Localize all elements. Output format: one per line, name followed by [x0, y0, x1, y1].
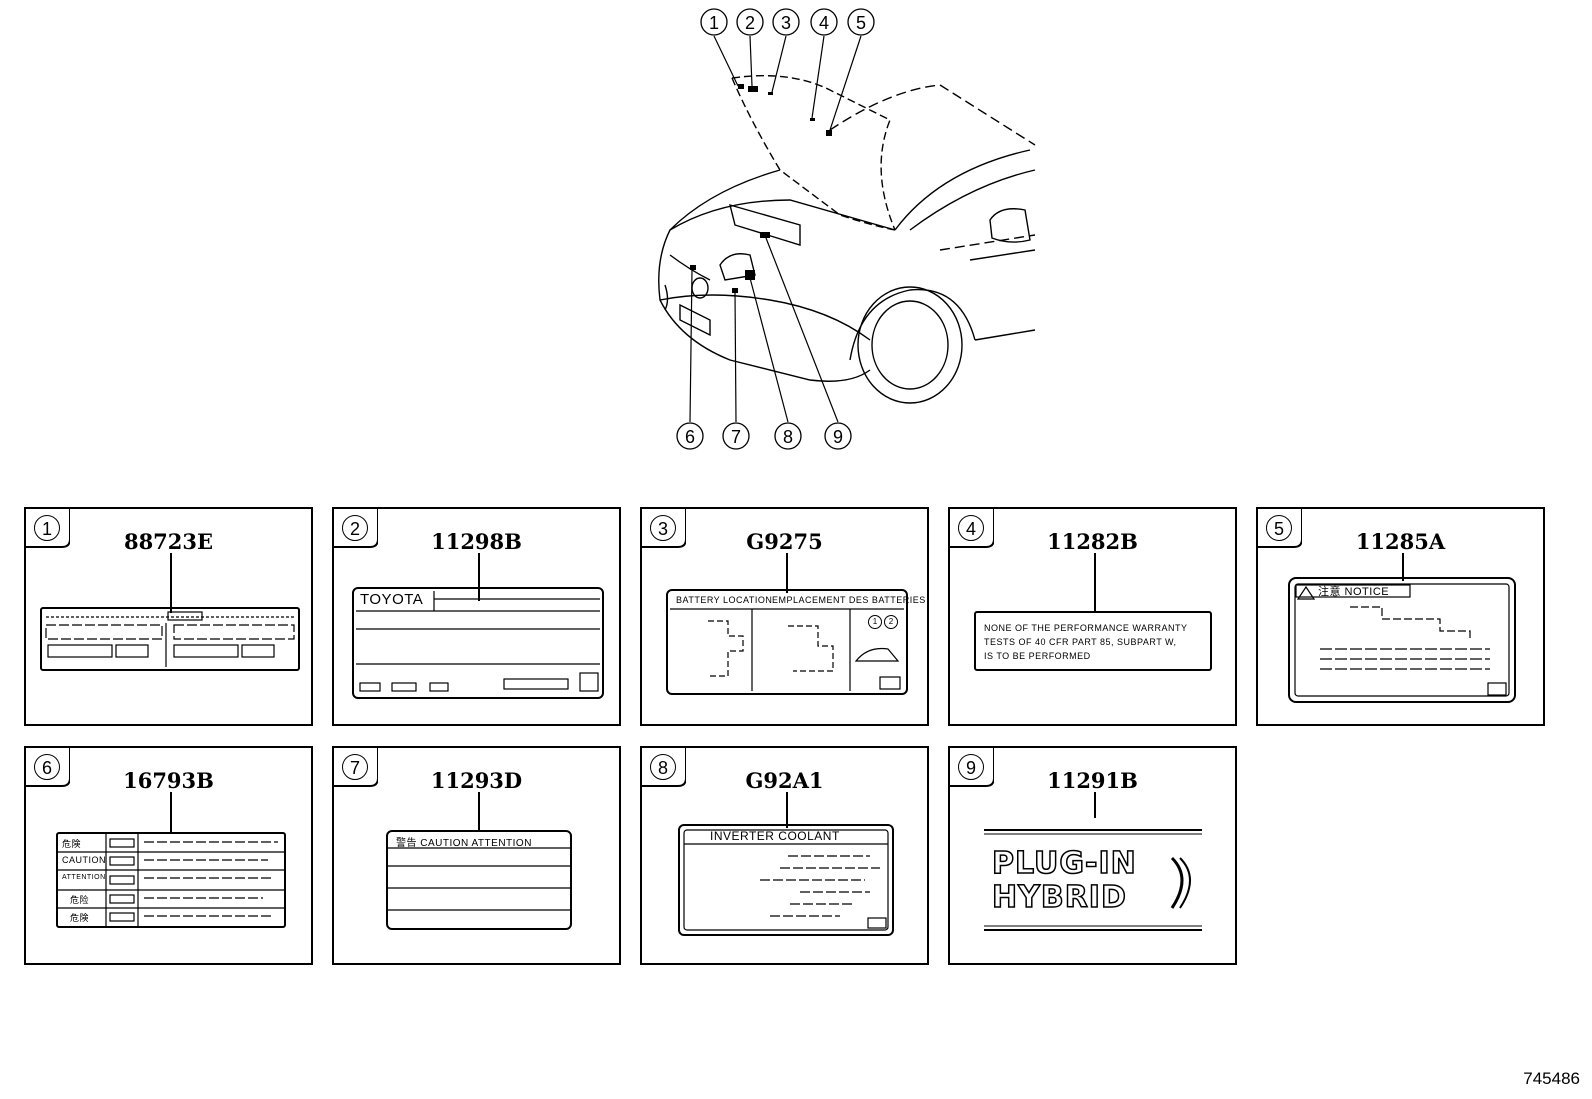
part-code: G9275 [746, 529, 823, 554]
panel-8: 8 G92A1 INVERTER COOLANT [640, 746, 929, 965]
label-text-battery-location: BATTERY LOCATION [676, 595, 773, 605]
label-row-5: 危険 [70, 913, 90, 923]
panel-number: 1 [34, 515, 60, 541]
panel-number: 9 [958, 754, 984, 780]
label-row-1: 危険 [62, 839, 82, 849]
label-text-caution: 警告 CAUTION ATTENTION [396, 838, 532, 849]
panel-9: 9 11291B PLUG-IN HYBRID [948, 746, 1237, 965]
label-11291B: PLUG-IN HYBRID [980, 818, 1206, 940]
panel-5: 5 11285A 注意 NOTICE [1256, 507, 1545, 726]
label-G92A1: INVERTER COOLANT [678, 824, 894, 936]
label-11298B: TOYOTA [352, 587, 604, 699]
panel-2: 2 11298B TOYOTA [332, 507, 621, 726]
panel-4: 4 11282B NONE OF THE PERFORMANCE WARRANT… [948, 507, 1237, 726]
part-code: 11282B [1047, 529, 1138, 554]
panel-3: 3 G9275 BATTERY LOCATION EMPLACEMENT DES… [640, 507, 929, 726]
part-code: 11285A [1355, 529, 1446, 554]
label-text-toyota: TOYOTA [360, 591, 424, 608]
label-line-3: IS TO BE PERFORMED [984, 651, 1091, 661]
label-line-hybrid: HYBRID [991, 879, 1127, 916]
panel-number: 6 [34, 754, 60, 780]
label-line-plug-in: PLUG-IN [991, 845, 1137, 882]
part-code: 88723E [123, 529, 214, 554]
label-text-inverter-coolant: INVERTER COOLANT [710, 829, 840, 843]
callout-3: 3 [781, 13, 791, 33]
mini-callout-2: 2 [884, 615, 898, 629]
panel-number: 5 [1266, 515, 1292, 541]
label-row-2: CAUTION [62, 855, 106, 865]
label-line-2: TESTS OF 40 CFR PART 85, SUBPART W, [984, 637, 1177, 647]
callout-1: 1 [709, 13, 719, 33]
part-code: 11291B [1047, 768, 1138, 793]
label-11282B: NONE OF THE PERFORMANCE WARRANTY TESTS O… [974, 611, 1212, 671]
callout-7: 7 [731, 427, 741, 447]
label-text-notice: 注意 NOTICE [1318, 586, 1390, 598]
label-line-1: NONE OF THE PERFORMANCE WARRANTY [984, 623, 1188, 633]
panel-1: 1 88723E [24, 507, 313, 726]
part-code: 16793B [123, 768, 214, 793]
callout-4: 4 [819, 13, 829, 33]
part-code: 11298B [431, 529, 522, 554]
label-G9275: BATTERY LOCATION EMPLACEMENT DES BATTERI… [666, 589, 925, 695]
label-text-emplacement: EMPLACEMENT DES BATTERIES [772, 595, 926, 605]
car-overview-illustration: 1 2 3 4 5 6 7 8 9 [658, 8, 1036, 450]
panel-number: 2 [342, 515, 368, 541]
panel-number: 3 [650, 515, 676, 541]
panel-7: 7 11293D 警告 CAUTION ATTENTION [332, 746, 621, 965]
mini-callout-1: 1 [868, 615, 882, 629]
part-code: 11293D [430, 768, 523, 793]
label-88723E [40, 607, 300, 671]
diagram-id: 745486 [1523, 1069, 1580, 1088]
callout-6: 6 [685, 427, 695, 447]
callout-5: 5 [856, 13, 866, 33]
label-row-3: ATTENTION [62, 874, 106, 881]
panel-number: 7 [342, 754, 368, 780]
label-11285A: 注意 NOTICE [1288, 577, 1516, 703]
label-row-4: 危险 [70, 895, 90, 905]
panel-number: 4 [958, 515, 984, 541]
panel-6: 6 16793B 危険 CAUTION ATTENTION 危险 危険 [24, 746, 313, 965]
label-16793B: 危険 CAUTION ATTENTION 危险 危険 [56, 832, 286, 928]
callout-9: 9 [833, 427, 843, 447]
panel-number: 8 [650, 754, 676, 780]
callout-8: 8 [783, 427, 793, 447]
callout-2: 2 [745, 13, 755, 33]
part-code: G92A1 [745, 768, 824, 793]
label-11293D: 警告 CAUTION ATTENTION [386, 830, 572, 930]
